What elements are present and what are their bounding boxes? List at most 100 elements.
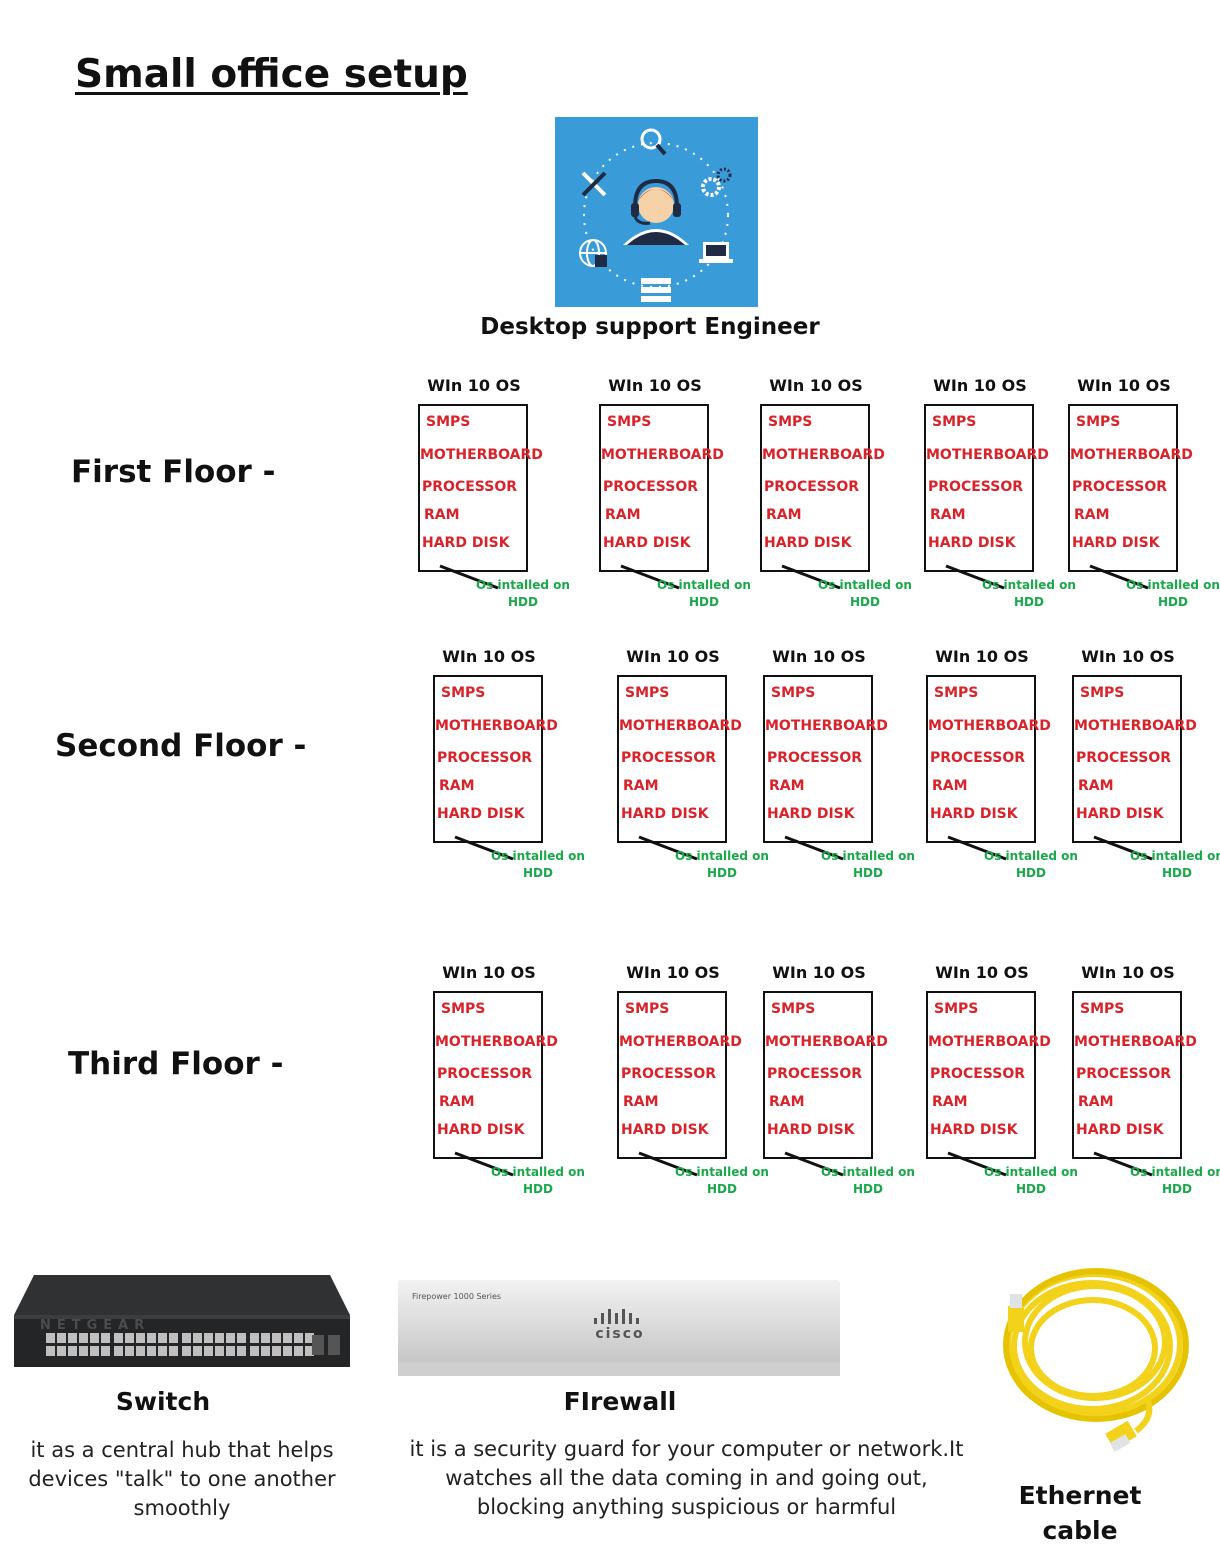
note-line: HDD: [1162, 866, 1192, 880]
floor-label-third: Third Floor -: [68, 1046, 284, 1082]
component-label: MOTHERBOARD: [928, 718, 1051, 734]
note-line: HDD: [1158, 595, 1188, 609]
component-label: SMPS: [426, 414, 471, 430]
os-label: WIn 10 OS: [1081, 647, 1175, 666]
engineer-illustration: [555, 117, 758, 307]
component-label: MOTHERBOARD: [1074, 1034, 1197, 1050]
component-label: HARD DISK: [930, 1122, 1018, 1138]
computer-case: [926, 991, 1036, 1159]
note-line: Os intalled on: [984, 849, 1078, 863]
note-line: Os intalled on: [476, 578, 570, 592]
component-label: HARD DISK: [767, 1122, 855, 1138]
hdd-pointer-line: [454, 835, 514, 861]
os-installed-note: Os intalled on HDD: [976, 1164, 1086, 1198]
component-label: RAM: [424, 507, 460, 523]
computer-case: [926, 675, 1036, 843]
os-label: WIn 10 OS: [772, 963, 866, 982]
hdd-pointer-line: [638, 835, 698, 861]
component-label: PROCESSOR: [930, 1066, 1025, 1082]
component-label: RAM: [932, 1094, 968, 1110]
component-label: SMPS: [1076, 414, 1121, 430]
os-label: WIn 10 OS: [772, 647, 866, 666]
page-title: Small office setup: [75, 52, 468, 97]
component-label: MOTHERBOARD: [1074, 718, 1197, 734]
ethernet-title: Ethernet cable: [1018, 1481, 1142, 1545]
note-line: HDD: [1016, 1182, 1046, 1196]
firewall-title: FIrewall: [563, 1387, 677, 1416]
component-label: RAM: [623, 1094, 659, 1110]
component-label: HARD DISK: [764, 535, 852, 551]
note-line: Os intalled on: [1130, 1165, 1220, 1179]
component-label: SMPS: [607, 414, 652, 430]
component-label: MOTHERBOARD: [420, 447, 543, 463]
ethernet-cable-image: [996, 1266, 1192, 1456]
computer-case: [617, 991, 727, 1159]
component-label: HARD DISK: [930, 806, 1018, 822]
floor-label-first: First Floor -: [71, 454, 276, 490]
component-label: PROCESSOR: [603, 479, 698, 495]
component-label: RAM: [932, 778, 968, 794]
computer-case: [1072, 675, 1182, 843]
note-line: Os intalled on: [491, 849, 585, 863]
note-line: Os intalled on: [982, 578, 1076, 592]
component-label: SMPS: [771, 685, 816, 701]
switch-image: [12, 1275, 352, 1370]
component-label: MOTHERBOARD: [435, 718, 558, 734]
component-label: SMPS: [441, 1001, 486, 1017]
hdd-pointer-line: [945, 564, 1005, 590]
component-label: MOTHERBOARD: [1070, 447, 1193, 463]
component-label: PROCESSOR: [767, 1066, 862, 1082]
note-line: HDD: [707, 1182, 737, 1196]
switch-title: Switch: [115, 1387, 211, 1416]
component-label: MOTHERBOARD: [765, 718, 888, 734]
computer-case: [763, 991, 873, 1159]
component-label: PROCESSOR: [930, 750, 1025, 766]
component-label: PROCESSOR: [764, 479, 859, 495]
os-label: WIn 10 OS: [1077, 376, 1171, 395]
note-line: Os intalled on: [821, 849, 915, 863]
hdd-pointer-line: [454, 1151, 514, 1177]
os-label: WIn 10 OS: [1081, 963, 1175, 982]
firewall-image: [398, 1280, 840, 1376]
component-label: RAM: [439, 778, 475, 794]
component-label: SMPS: [768, 414, 813, 430]
computer-case: [763, 675, 873, 843]
os-label: WIn 10 OS: [626, 963, 720, 982]
computer-case: [617, 675, 727, 843]
note-line: Os intalled on: [984, 1165, 1078, 1179]
switch-brand: NETGEAR: [40, 1318, 151, 1333]
component-label: PROCESSOR: [422, 479, 517, 495]
component-label: RAM: [769, 778, 805, 794]
os-label: WIn 10 OS: [442, 963, 536, 982]
firewall-model: Firepower 1000 Series: [412, 1292, 502, 1301]
computer-case: [1072, 991, 1182, 1159]
component-label: PROCESSOR: [437, 750, 532, 766]
component-label: HARD DISK: [767, 806, 855, 822]
floor-label-second: Second Floor -: [55, 728, 307, 764]
os-label: WIn 10 OS: [442, 647, 536, 666]
os-label: WIn 10 OS: [427, 376, 521, 395]
os-label: WIn 10 OS: [769, 376, 863, 395]
os-label: WIn 10 OS: [626, 647, 720, 666]
note-line: Os intalled on: [818, 578, 912, 592]
component-label: MOTHERBOARD: [765, 1034, 888, 1050]
hdd-pointer-line: [784, 1151, 844, 1177]
note-line: Os intalled on: [821, 1165, 915, 1179]
os-label: WIn 10 OS: [935, 963, 1029, 982]
computer-case: [760, 404, 870, 572]
component-label: HARD DISK: [1076, 806, 1164, 822]
component-label: HARD DISK: [621, 806, 709, 822]
component-label: SMPS: [1080, 685, 1125, 701]
